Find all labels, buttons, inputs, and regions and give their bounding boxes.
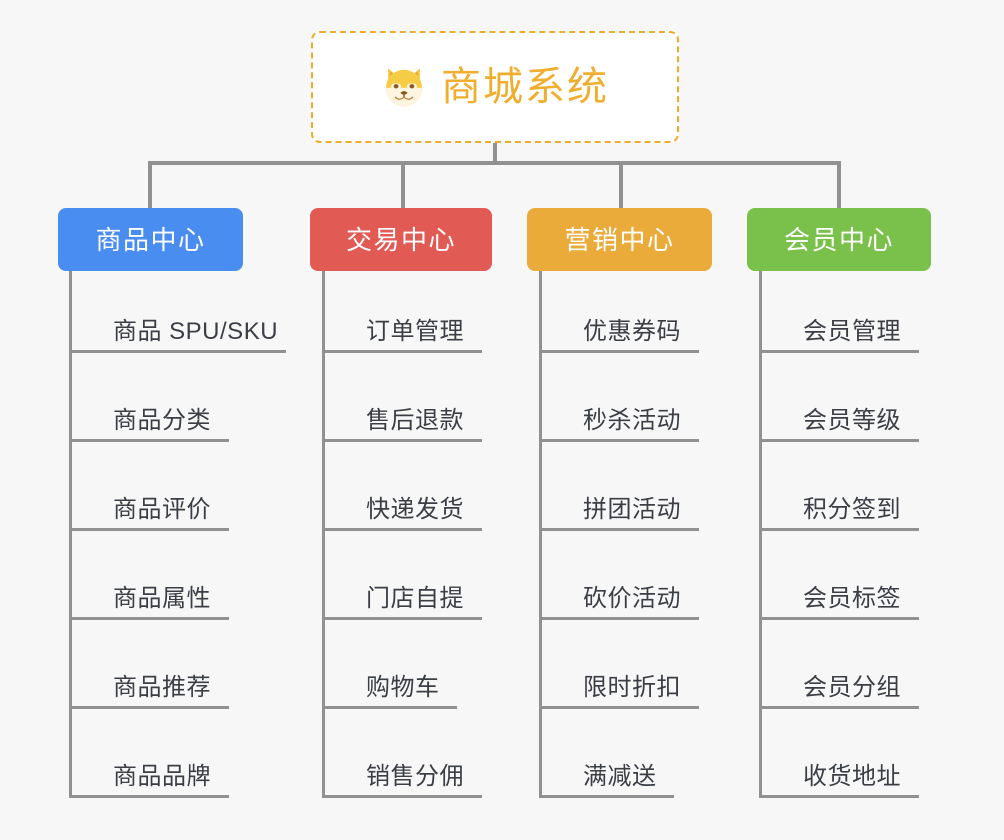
leaf-item[interactable]: 满减送 [539,709,674,798]
leaf-item[interactable]: 积分签到 [759,442,919,531]
leaf-label: 商品属性 [113,585,211,612]
branch-spine [69,271,72,798]
leaf-item[interactable]: 限时折扣 [539,620,699,709]
leaf-label: 秒杀活动 [583,407,681,434]
leaf-underline [322,706,457,709]
category-box-2[interactable]: 交易中心 [310,208,492,271]
leaf-underline [759,617,919,620]
leaf-label: 会员管理 [803,318,901,345]
leaf-underline [69,795,229,798]
leaf-item[interactable]: 商品属性 [69,531,229,620]
leaf-item[interactable]: 门店自提 [322,531,482,620]
leaf-label: 商品分类 [113,407,211,434]
leaf-underline [69,439,229,442]
leaf-item[interactable]: 商品品牌 [69,709,229,798]
leaf-label: 拼团活动 [583,496,681,523]
leaf-underline [539,350,699,353]
leaf-item[interactable]: 购物车 [322,620,457,709]
leaf-item[interactable]: 秒杀活动 [539,353,699,442]
leaf-underline [539,617,699,620]
connector-drop-3 [619,161,623,208]
leaf-label: 会员等级 [803,407,901,434]
leaf-item[interactable]: 商品分类 [69,353,229,442]
leaf-underline [539,706,699,709]
leaf-label: 积分签到 [803,496,901,523]
root-title: 商城系统 [441,65,609,109]
leaf-item[interactable]: 优惠券码 [539,264,699,353]
leaf-underline [759,706,919,709]
leaf-label: 销售分佣 [366,763,464,790]
leaf-underline [322,617,482,620]
category-box-3[interactable]: 营销中心 [527,208,712,271]
category-label: 商品中心 [95,224,206,255]
leaf-item[interactable]: 会员分组 [759,620,919,709]
leaf-item[interactable]: 订单管理 [322,264,482,353]
leaf-underline [322,528,482,531]
leaf-underline [322,439,482,442]
leaf-underline [759,439,919,442]
category-box-4[interactable]: 会员中心 [747,208,931,271]
connector-drop-1 [148,161,152,208]
connector-root-stem [493,143,497,164]
leaf-label: 砍价活动 [583,585,681,612]
leaf-underline [539,528,699,531]
connector-drop-4 [837,161,841,208]
leaf-item[interactable]: 会员等级 [759,353,919,442]
leaf-item[interactable]: 商品评价 [69,442,229,531]
leaf-underline [539,795,674,798]
leaf-label: 订单管理 [366,318,464,345]
leaf-label: 商品 SPU/SKU [113,318,279,345]
leaf-underline [759,795,919,798]
connector-drop-2 [401,161,405,208]
leaf-label: 商品品牌 [113,763,211,790]
leaf-label: 限时折扣 [583,674,681,701]
branch-spine [322,271,325,798]
branch-spine [539,271,542,798]
branch-spine [759,271,762,798]
leaf-label: 购物车 [366,674,440,701]
connector-horizontal-bus [148,161,841,165]
category-label: 交易中心 [345,224,456,255]
leaf-label: 快递发货 [366,496,464,523]
category-label: 营销中心 [564,224,675,255]
leaf-item[interactable]: 快递发货 [322,442,482,531]
leaf-label: 商品评价 [113,496,211,523]
leaf-label: 优惠券码 [583,318,681,345]
leaf-underline [69,617,229,620]
leaf-label: 会员分组 [803,674,901,701]
leaf-underline [322,350,482,353]
leaf-underline [69,528,229,531]
leaf-item[interactable]: 商品 SPU/SKU [69,264,286,353]
root-node[interactable]: 商城系统 [311,31,679,143]
leaf-underline [69,706,229,709]
leaf-item[interactable]: 收货地址 [759,709,919,798]
leaf-item[interactable]: 砍价活动 [539,531,699,620]
leaf-item[interactable]: 售后退款 [322,353,482,442]
leaf-underline [69,350,286,353]
leaf-item[interactable]: 拼团活动 [539,442,699,531]
leaf-label: 商品推荐 [113,674,211,701]
leaf-label: 会员标签 [803,585,901,612]
leaf-underline [759,350,919,353]
leaf-label: 门店自提 [366,585,464,612]
category-label: 会员中心 [783,224,894,255]
leaf-label: 满减送 [583,763,657,790]
leaf-underline [759,528,919,531]
leaf-item[interactable]: 会员标签 [759,531,919,620]
leaf-item[interactable]: 商品推荐 [69,620,229,709]
leaf-label: 收货地址 [803,763,901,790]
leaf-label: 售后退款 [366,407,464,434]
leaf-underline [322,795,482,798]
leaf-item[interactable]: 销售分佣 [322,709,482,798]
leaf-item[interactable]: 会员管理 [759,264,919,353]
leaf-underline [539,439,699,442]
category-box-1[interactable]: 商品中心 [58,208,243,271]
shiba-dog-face-icon [386,68,422,107]
